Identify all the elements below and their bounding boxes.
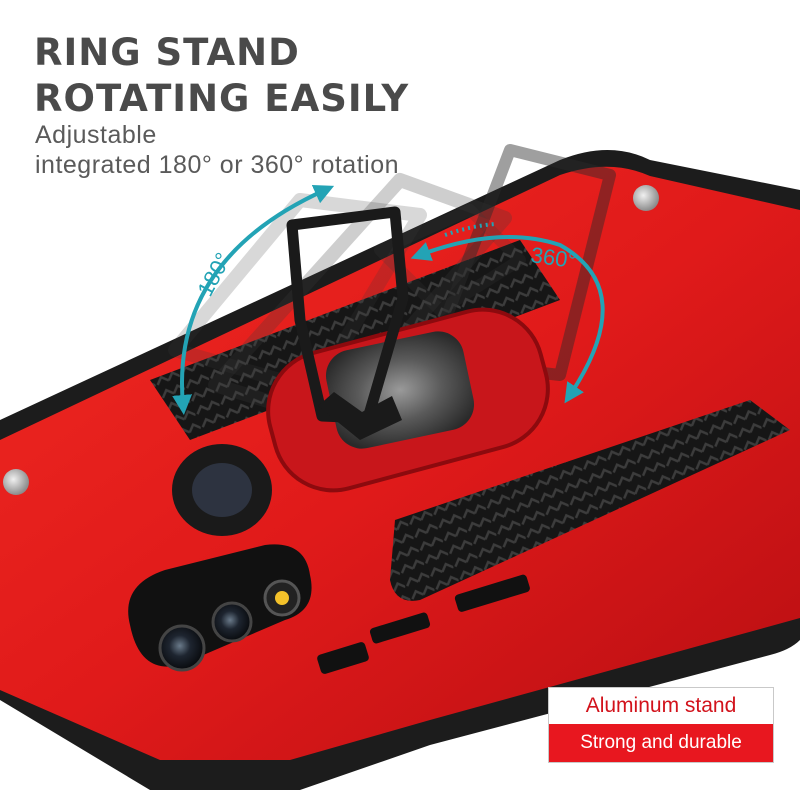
badge-title: Aluminum stand [549,688,773,724]
rotation-arrow-180 [172,185,335,415]
case-screw [633,185,659,211]
feature-badge: Aluminum stand Strong and durable [548,687,774,763]
camera-lens [211,601,253,643]
rotation-arrow-360 [410,235,605,404]
description: Adjustable integrated 180° or 360° rotat… [35,120,399,180]
headline-line-1: RING STAND [34,31,300,74]
case-tread-lower [390,400,790,601]
camera-flash-led [275,591,289,605]
badge-subtitle: Strong and durable [549,724,773,762]
case-screw [3,469,29,495]
ring-hinge [318,392,402,440]
case-side-button [369,612,431,644]
headline: RING STAND ROTATING EASILY [34,30,409,122]
description-line-2: integrated 180° or 360° rotation [35,151,400,179]
fingerprint-sensor [192,463,252,517]
description-line-1: Adjustable [35,121,157,149]
phone-case [0,150,800,790]
headline-line-2: ROTATING EASILY [34,77,410,120]
camera-lens [158,624,206,672]
rotation-arrows [172,185,605,415]
case-side-button [317,642,369,674]
case-side-button [454,574,530,612]
